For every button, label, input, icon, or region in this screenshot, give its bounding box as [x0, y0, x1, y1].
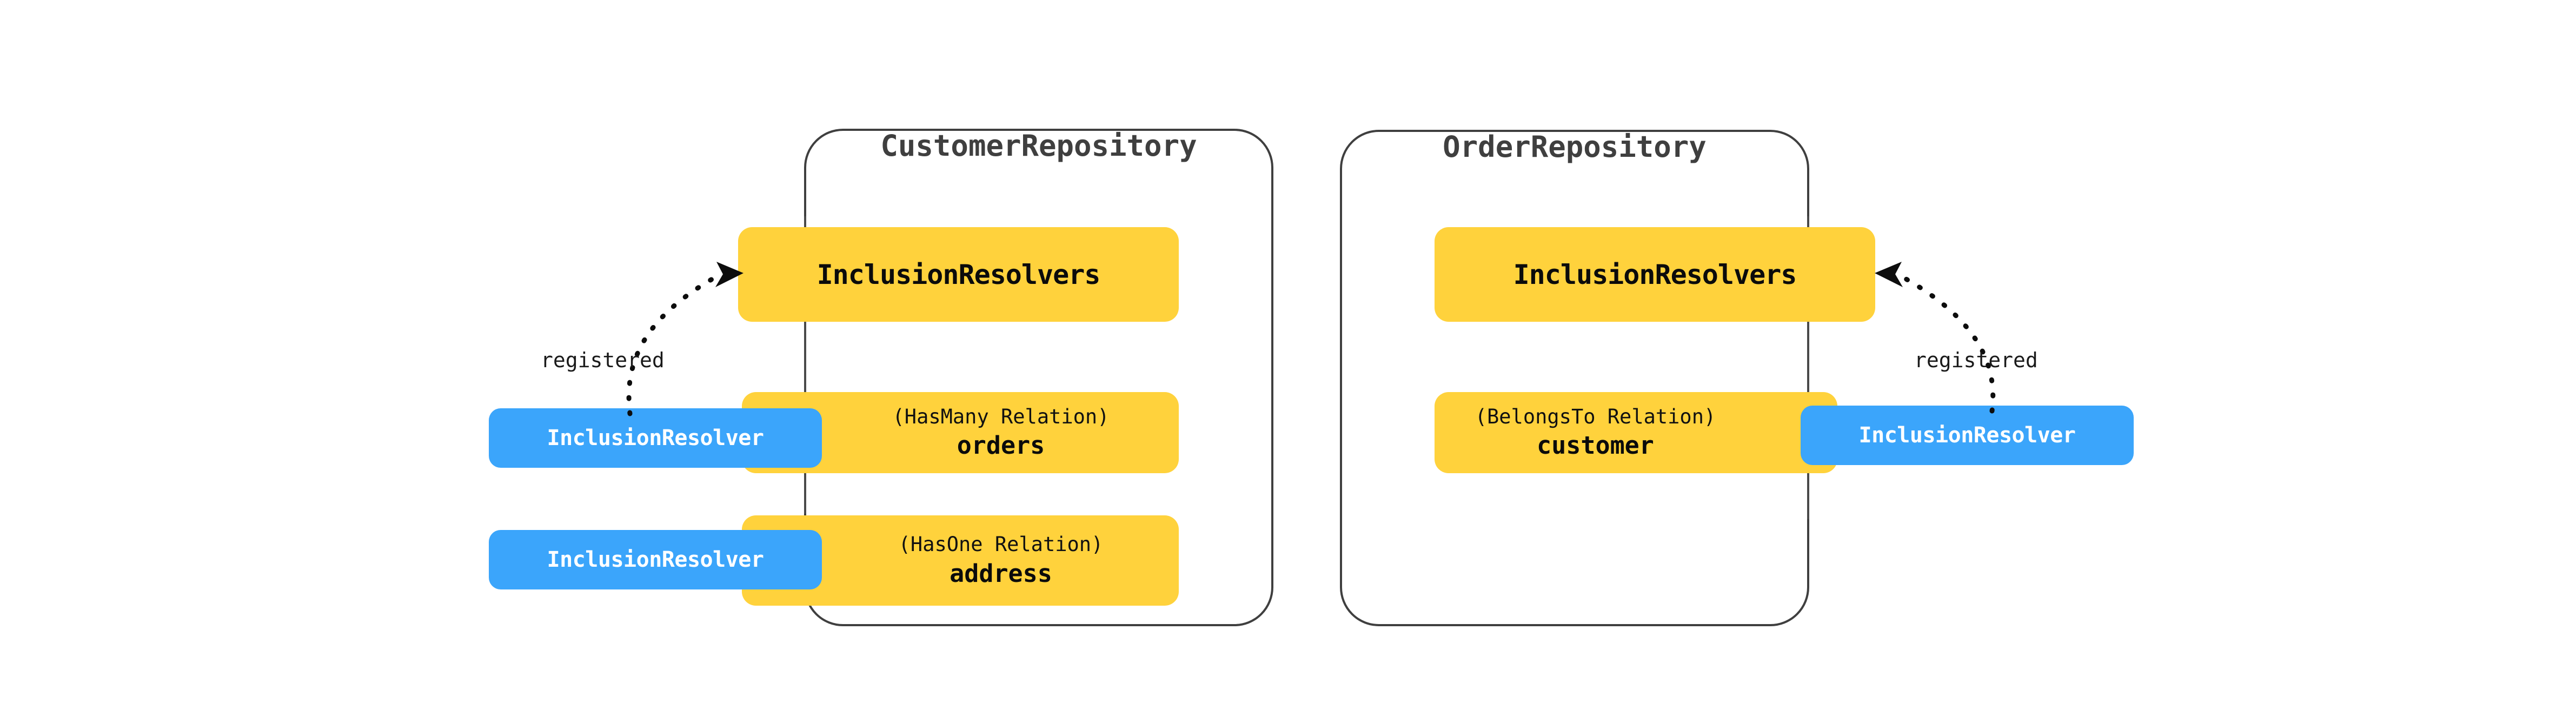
spine-customer-lower	[804, 470, 806, 514]
relation-kind-label: (HasOne Relation)	[898, 533, 1104, 556]
arrowhead-left-icon	[715, 262, 743, 287]
relation-name-label: address	[950, 559, 1052, 588]
spine-order-mid	[1807, 319, 1809, 397]
inclusion-resolvers-label: InclusionResolvers	[816, 258, 1101, 290]
inclusion-resolver-pill-orders[interactable]: InclusionResolver	[489, 408, 822, 468]
spine-customer-mid	[804, 319, 806, 397]
registered-arrow-left-path	[626, 271, 725, 416]
inclusion-resolvers-box-order[interactable]: InclusionResolvers	[1435, 227, 1875, 322]
registered-arrow-right-path	[1894, 271, 1996, 414]
relation-kind-label: (BelongsTo Relation)	[1475, 405, 1716, 428]
inclusion-resolvers-label: InclusionResolvers	[1513, 258, 1797, 290]
relation-name-label: customer	[1537, 431, 1654, 460]
edge-label-registered-left: registered	[541, 348, 665, 372]
relation-name-label: orders	[957, 431, 1045, 460]
spine-order-upper	[1807, 216, 1809, 233]
relation-box-customer[interactable]: (BelongsTo Relation) customer	[1435, 392, 1837, 473]
spine-order-lower	[1807, 470, 1809, 519]
arrowhead-right-icon	[1875, 262, 1903, 287]
repository-title-order: OrderRepository	[1443, 130, 1707, 164]
repository-container-order	[1340, 130, 1809, 626]
repository-title-customer: CustomerRepository	[880, 129, 1197, 163]
registered-arrow-left	[626, 262, 743, 416]
inclusion-resolver-pill-customer[interactable]: InclusionResolver	[1801, 406, 2134, 465]
edge-label-registered-right: registered	[1914, 348, 2038, 372]
registered-arrow-right	[1875, 262, 1996, 414]
inclusion-resolver-pill-address[interactable]: InclusionResolver	[489, 530, 822, 589]
inclusion-resolvers-box-customer[interactable]: InclusionResolvers	[738, 227, 1179, 322]
spine-customer-upper	[804, 216, 806, 233]
relation-kind-label: (HasMany Relation)	[892, 405, 1110, 428]
